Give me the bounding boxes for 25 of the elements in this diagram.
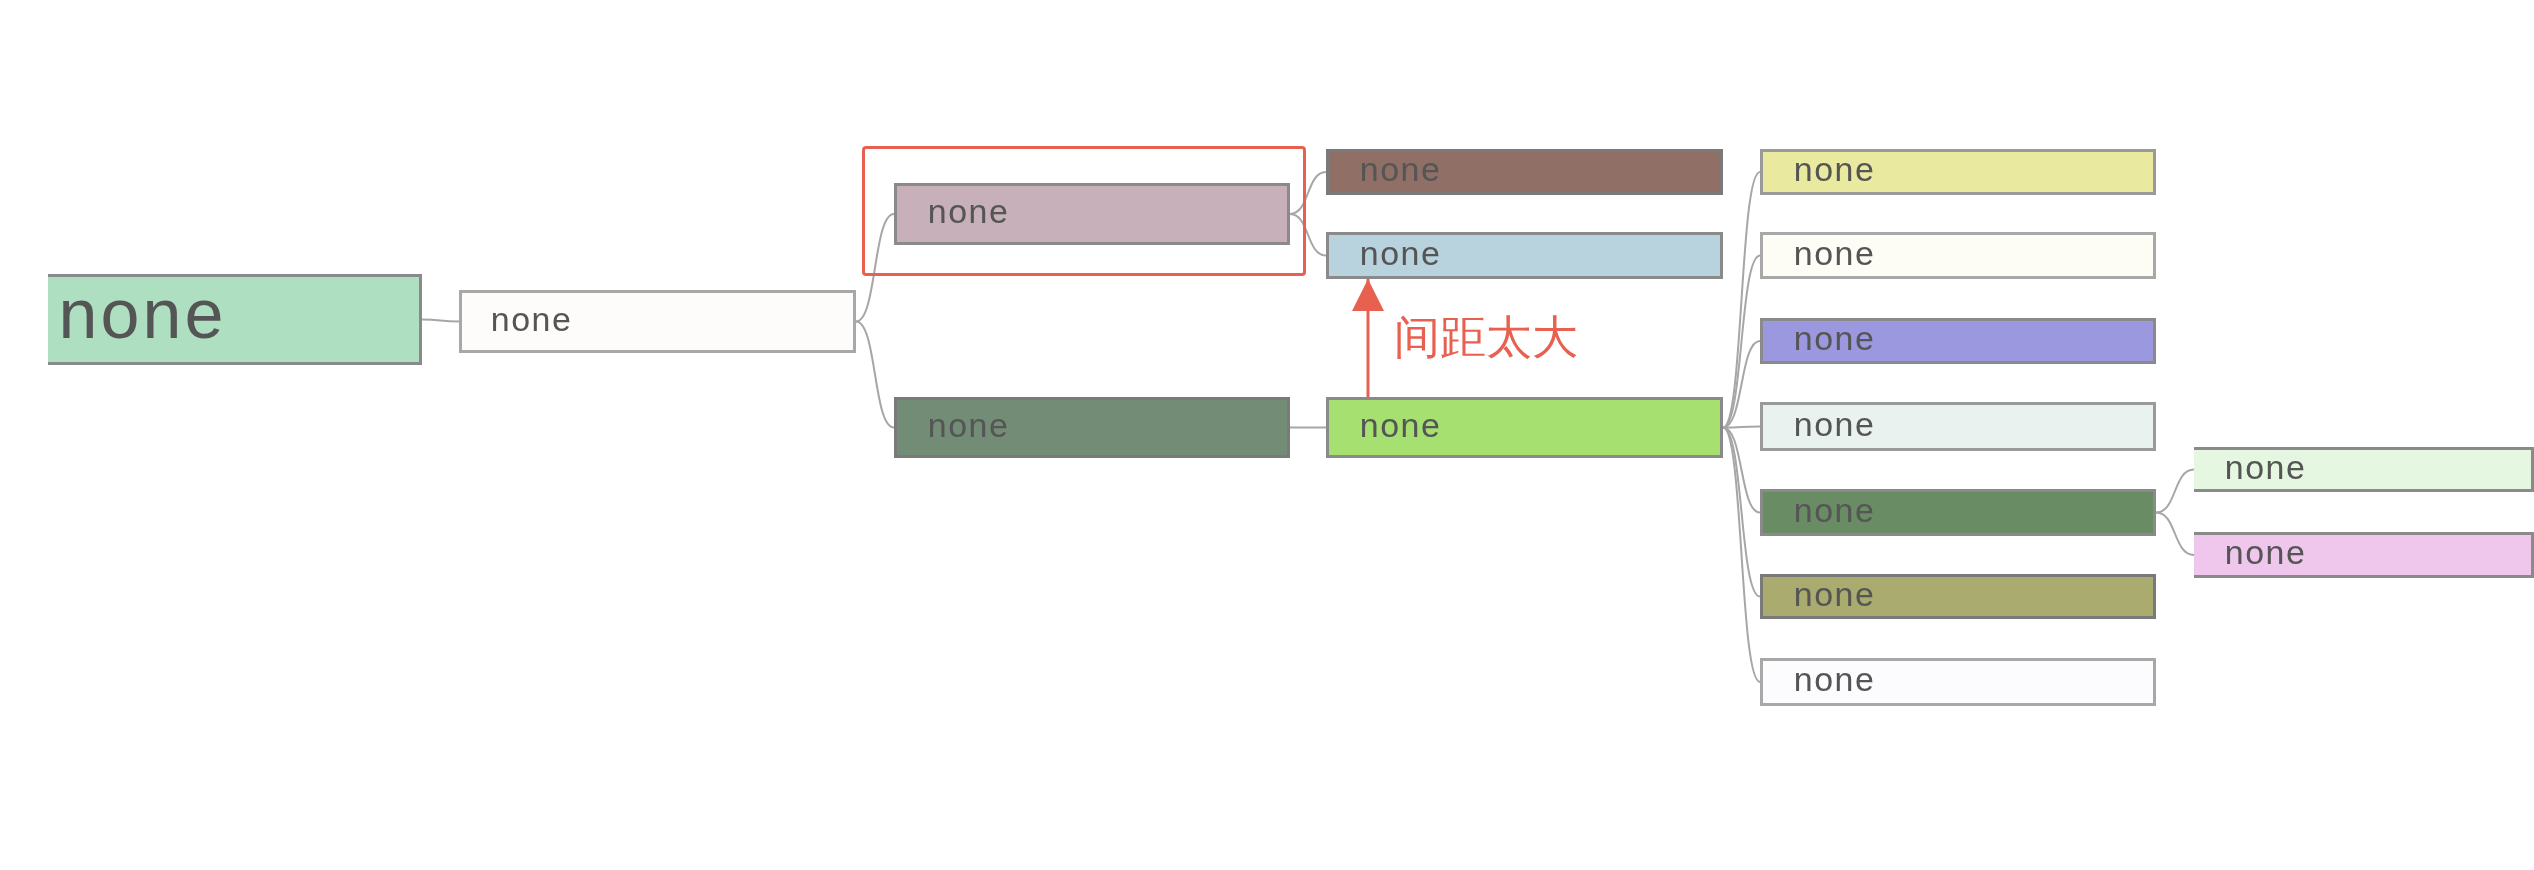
topic-box: none [1326, 397, 1723, 458]
connector-line [855, 320, 895, 429]
connector-line [855, 213, 895, 323]
topic-box: none [48, 274, 422, 365]
topic-box: none [1760, 318, 2156, 364]
arrow [1352, 279, 1384, 397]
connector-line [2155, 511, 2195, 556]
topic-box: none [1760, 402, 2156, 451]
topic-box: none [1760, 574, 2156, 619]
highlight-frame [862, 146, 1306, 276]
connector-line [1289, 213, 1327, 257]
connector-line [2155, 468, 2195, 514]
topic-box: none [1760, 658, 2156, 706]
topic-box: none [1326, 149, 1723, 195]
topic-box: none [1760, 149, 2156, 195]
connector-line [1289, 426, 1327, 429]
topic-box: none [894, 183, 1290, 245]
topic-box: none [1326, 232, 1723, 279]
connector-line [1722, 426, 1761, 683]
connector-line [1722, 426, 1761, 598]
topic-box: none [459, 290, 856, 353]
topic-box: none [2194, 532, 2534, 578]
topic-box: none [1760, 232, 2156, 279]
topic-box: none [2194, 447, 2534, 492]
connector-line [421, 318, 460, 323]
